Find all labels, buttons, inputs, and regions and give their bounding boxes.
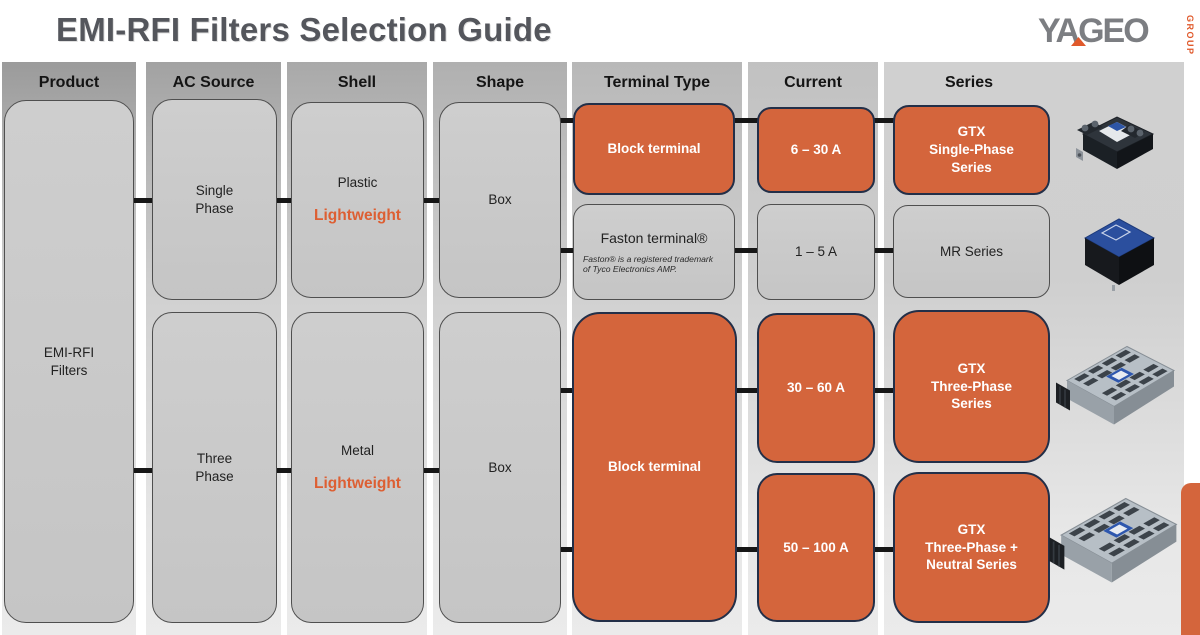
node-gtx-single-phase-series: GTX Single-Phase Series bbox=[893, 105, 1050, 195]
header-current: Current bbox=[784, 74, 842, 91]
logo-a-accent-icon bbox=[1071, 37, 1086, 46]
node-faston-terminal: Faston terminal® Faston® is a registered… bbox=[573, 204, 735, 300]
connector bbox=[128, 198, 155, 203]
connector bbox=[420, 198, 442, 203]
node-gtx-three-phase-neutral-series: GTX Three-Phase + Neutral Series bbox=[893, 472, 1050, 623]
connector bbox=[128, 468, 155, 473]
yageo-logo: YAGEO GROUP bbox=[1038, 12, 1195, 56]
connector bbox=[872, 118, 896, 123]
faston-trademark-note: Faston® is a registered trademark of Tyc… bbox=[583, 253, 714, 275]
connector bbox=[872, 388, 896, 393]
node-three-phase: Three Phase bbox=[152, 312, 277, 623]
connector bbox=[550, 547, 576, 552]
node-metal-lightweight: Metal Lightweight bbox=[291, 312, 424, 623]
node-emi-rfi-filters: EMI-RFI Filters bbox=[4, 100, 134, 623]
node-gtx-three-phase-series: GTX Three-Phase Series bbox=[893, 310, 1050, 463]
photo-gtx-three-phase-filter bbox=[1056, 345, 1176, 425]
node-block-terminal-top: Block terminal bbox=[573, 103, 735, 195]
node-block-terminal-bottom: Block terminal bbox=[572, 312, 737, 622]
page-title: EMI-RFI Filters Selection Guide bbox=[56, 11, 552, 48]
node-current-30-60a: 30 – 60 A bbox=[757, 313, 875, 463]
connector bbox=[550, 118, 576, 123]
header-product: Product bbox=[38, 74, 100, 91]
header-shell: Shell bbox=[337, 74, 377, 91]
node-single-phase: Single Phase bbox=[152, 99, 277, 300]
node-current-50-100a: 50 – 100 A bbox=[757, 473, 875, 622]
connector bbox=[273, 198, 294, 203]
connector bbox=[732, 388, 760, 393]
node-mr-series: MR Series bbox=[893, 205, 1050, 298]
node-current-6-30a: 6 – 30 A bbox=[757, 107, 875, 193]
photo-mr-series-filter bbox=[1083, 218, 1156, 291]
photo-gtx-single-phase-filter bbox=[1076, 116, 1155, 169]
clipped-orange-node bbox=[1181, 483, 1200, 635]
connector bbox=[872, 248, 896, 253]
header-shape: Shape bbox=[475, 74, 524, 91]
header-series: Series bbox=[944, 74, 994, 91]
node-current-1-5a: 1 – 5 A bbox=[757, 204, 875, 300]
connector bbox=[732, 547, 760, 552]
connector bbox=[550, 248, 576, 253]
logo-group-text: GROUP bbox=[1185, 15, 1195, 56]
connector bbox=[732, 248, 760, 253]
header-ac-source: AC Source bbox=[172, 74, 255, 91]
connector bbox=[420, 468, 442, 473]
node-box-bottom: Box bbox=[439, 312, 561, 623]
connector bbox=[872, 547, 896, 552]
node-plastic-lightweight: Plastic Lightweight bbox=[291, 102, 424, 298]
connector bbox=[732, 118, 760, 123]
node-box-top: Box bbox=[439, 102, 561, 298]
header-terminal-type: Terminal Type bbox=[603, 74, 711, 91]
photo-gtx-three-phase-neutral-filter bbox=[1049, 497, 1178, 583]
connector bbox=[273, 468, 294, 473]
logo-wordmark: YAGEO bbox=[1038, 12, 1150, 50]
connector bbox=[550, 388, 576, 393]
